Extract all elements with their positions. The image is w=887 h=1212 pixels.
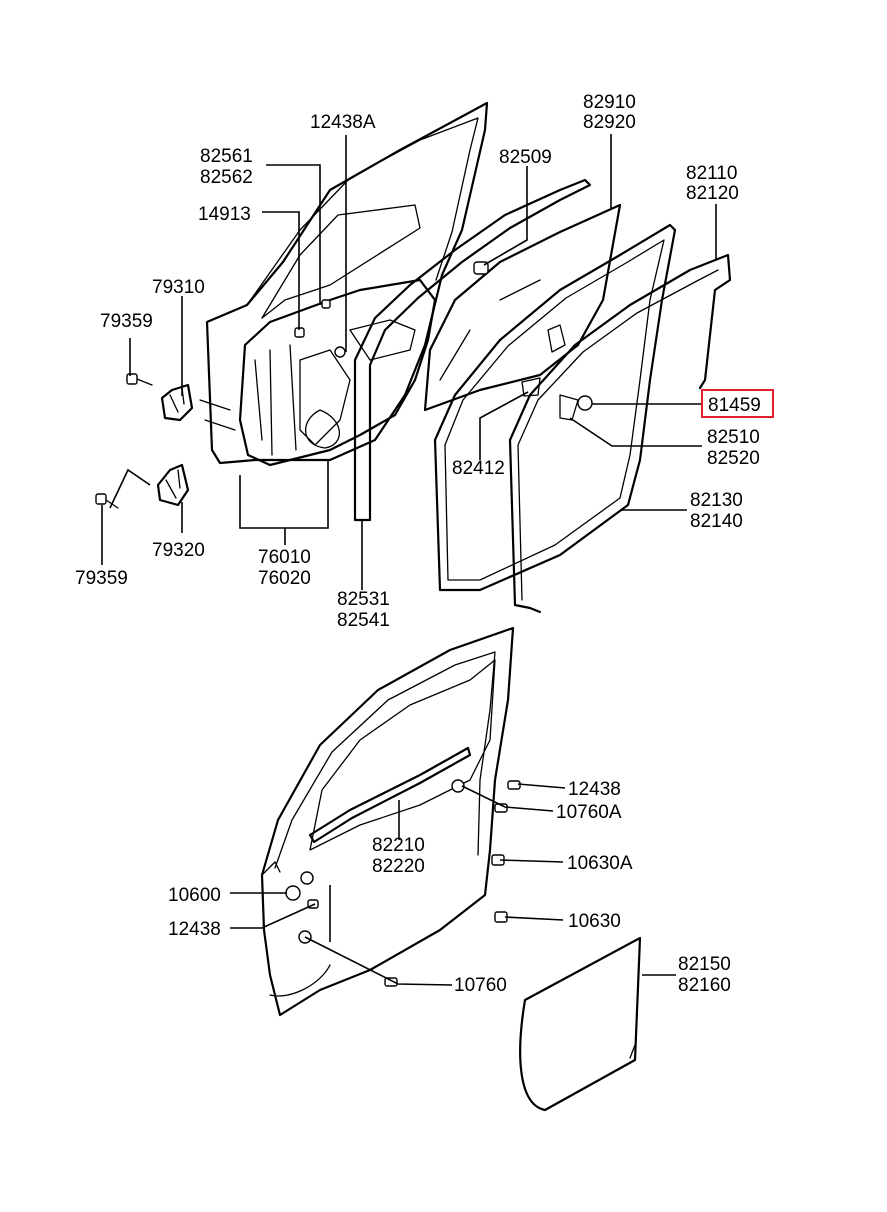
- door-panel-assembly: [199, 101, 489, 467]
- label-12438-left: 12438: [168, 919, 221, 940]
- label-82520: 82520: [707, 448, 760, 469]
- label-82160: 82160: [678, 975, 731, 996]
- label-82130: 82130: [690, 490, 743, 511]
- label-79359-top: 79359: [100, 311, 153, 332]
- label-79359-bottom: 79359: [75, 568, 128, 589]
- label-12438-right: 12438: [568, 779, 621, 800]
- door-sheet: [519, 936, 642, 1112]
- door-trim-panel: [260, 626, 515, 1017]
- lower-hinge: [156, 463, 190, 507]
- label-10630A: 10630A: [567, 853, 633, 874]
- label-82920: 82920: [583, 112, 636, 133]
- hinge-bolt-lower: [95, 493, 119, 509]
- label-81459: 81459: [708, 395, 761, 416]
- label-14913: 14913: [198, 204, 251, 225]
- label-82220: 82220: [372, 856, 425, 877]
- hinge-bolt-upper: [126, 373, 153, 386]
- label-82509: 82509: [499, 147, 552, 168]
- label-82150: 82150: [678, 954, 731, 975]
- label-10600: 10600: [168, 885, 221, 906]
- trim-fasteners: [285, 779, 521, 987]
- label-10760: 10760: [454, 975, 507, 996]
- upper-hinge: [160, 383, 194, 422]
- body-weatherstrip: [508, 253, 732, 614]
- label-82412: 82412: [452, 458, 505, 479]
- highlight-box-81459: [701, 389, 774, 418]
- leader-lines: [101, 134, 717, 986]
- label-76010: 76010: [258, 547, 311, 568]
- door-clips: [294, 299, 346, 358]
- label-82120: 82120: [686, 183, 739, 204]
- label-79320: 79320: [152, 540, 205, 561]
- part-labels: 12438A 82561 82562 14913 79310 79359 793…: [75, 92, 774, 996]
- label-82210: 82210: [372, 835, 425, 856]
- label-82561: 82561: [200, 146, 253, 167]
- door-weatherstrip: [433, 223, 677, 592]
- label-76020: 76020: [258, 568, 311, 589]
- label-82140: 82140: [690, 511, 743, 532]
- label-10630: 10630: [568, 911, 621, 932]
- regulator-bracket: [473, 261, 593, 421]
- label-82531: 82531: [337, 589, 390, 610]
- label-12438A: 12438A: [310, 112, 376, 133]
- label-82110: 82110: [686, 163, 737, 184]
- run-channel: [353, 178, 592, 522]
- label-10760A: 10760A: [556, 802, 622, 823]
- window-glass: [423, 203, 622, 412]
- label-82910: 82910: [583, 92, 636, 113]
- label-82562: 82562: [200, 167, 253, 188]
- label-82541: 82541: [337, 610, 390, 631]
- label-79310: 79310: [152, 277, 205, 298]
- label-82510: 82510: [707, 427, 760, 448]
